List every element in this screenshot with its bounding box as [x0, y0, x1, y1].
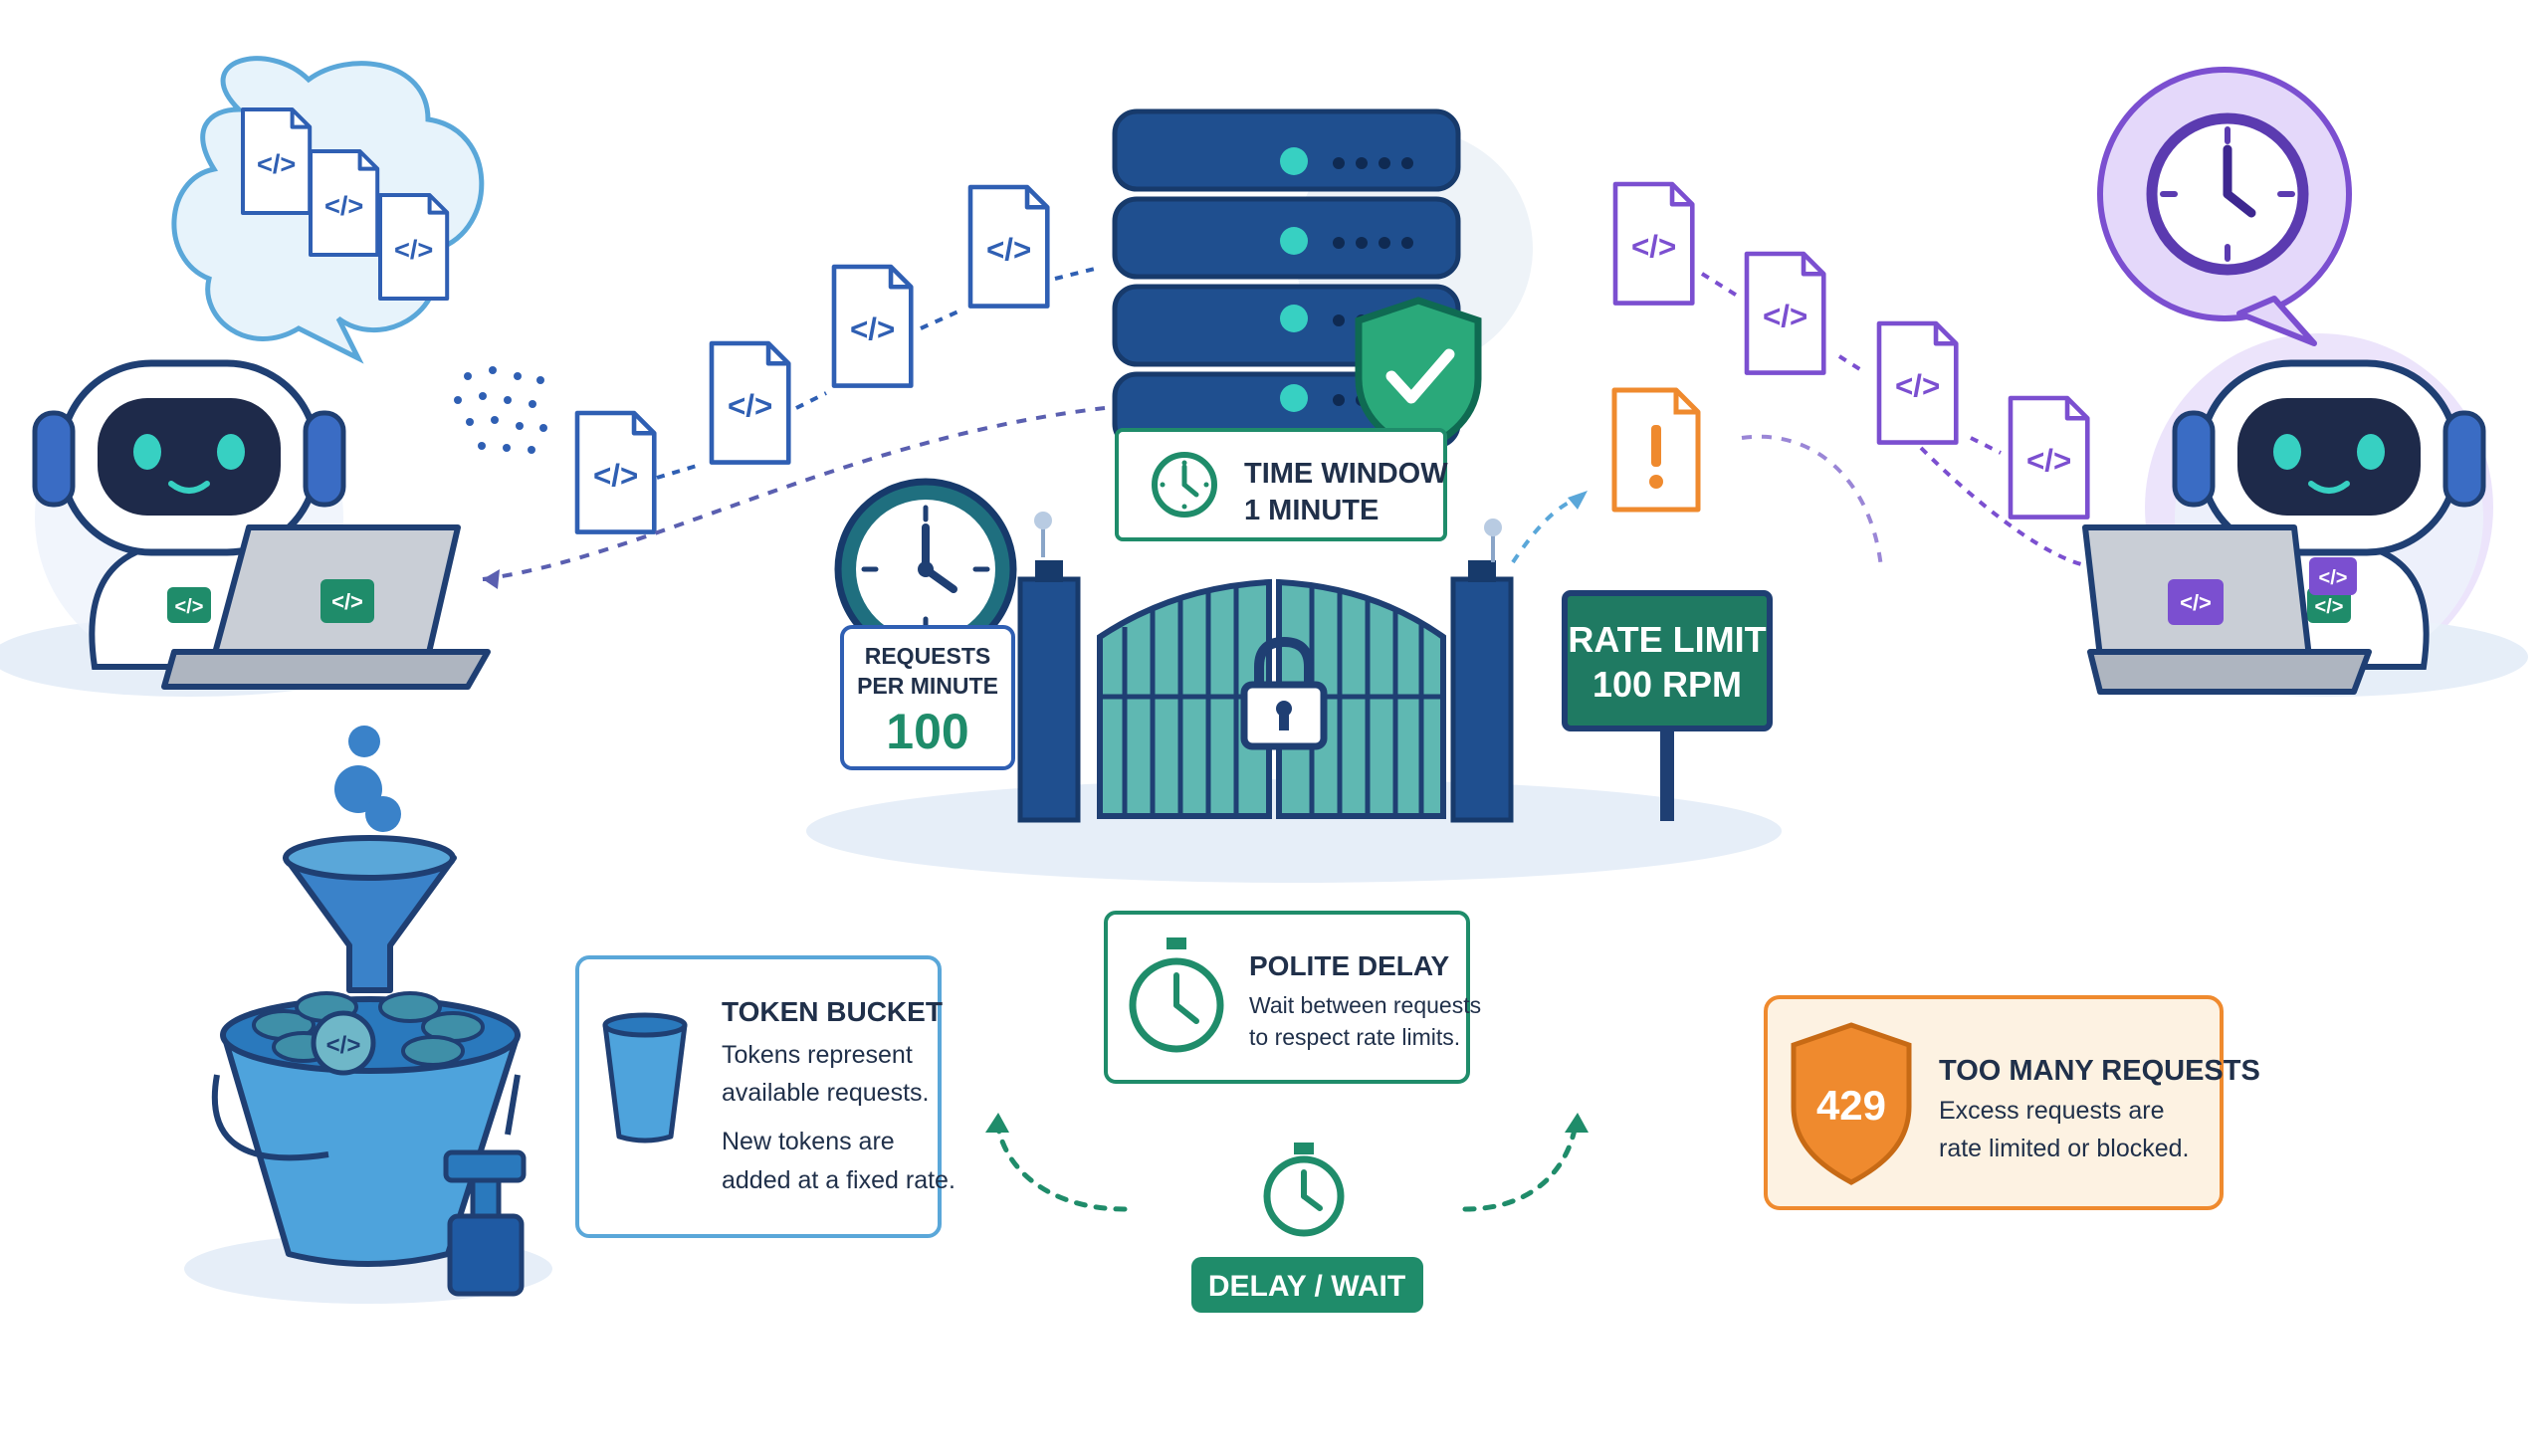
- rate-limit-sign: RATE LIMIT 100 RPM: [1562, 590, 1773, 821]
- code-document-icon: [834, 267, 911, 386]
- delay-wait-badge: DELAY / WAIT: [1191, 1257, 1423, 1313]
- svg-text:</>: </>: [326, 1032, 361, 1059]
- status-code: 429: [1816, 1082, 1886, 1129]
- code-document-icon: [970, 187, 1047, 307]
- code-document-icon: [2011, 398, 2087, 518]
- time-window-card: TIME WINDOW 1 MINUTE: [1115, 428, 1448, 541]
- left-thought-bubble: [171, 56, 485, 364]
- code-document-icon: [1747, 254, 1823, 373]
- stopwatch-icon: [1129, 937, 1224, 1053]
- too-many-line1: Excess requests are: [1939, 1097, 2165, 1125]
- time-window-line1: TIME WINDOW: [1244, 458, 1448, 490]
- right-speech-bubble: [2097, 67, 2352, 346]
- rpm-value: 100: [886, 704, 968, 759]
- right-laptop: </>: [2082, 524, 2372, 695]
- clock-icon: [1155, 455, 1214, 515]
- padlock-icon: [1240, 636, 1328, 750]
- rpm-line2: PER MINUTE: [857, 673, 998, 699]
- polite-delay-line1: Wait between requests: [1249, 992, 1481, 1018]
- polite-delay-card: POLITE DELAY Wait between requests to re…: [1104, 911, 1481, 1084]
- outgoing-requests: [482, 187, 1106, 589]
- too-many-line2: rate limited or blocked.: [1939, 1135, 2190, 1162]
- delay-arrows: [985, 1113, 1589, 1212]
- code-document-icon: [1879, 323, 1956, 443]
- token-bucket-illustration: </>: [184, 726, 552, 1304]
- code-document-icon: [712, 343, 788, 463]
- dot-cluster: [454, 366, 547, 454]
- shield-429-icon: 429: [1791, 1022, 1912, 1185]
- token-bucket-card: TOKEN BUCKET Tokens represent available …: [575, 955, 956, 1238]
- too-many-requests-card: 429 TOO MANY REQUESTS Excess requests ar…: [1764, 995, 2260, 1210]
- polite-delay-line2: to respect rate limits.: [1249, 1024, 1460, 1050]
- svg-text:</>: </>: [2180, 590, 2212, 615]
- wall-clock: [834, 478, 1017, 661]
- code-document-icon: [577, 413, 654, 532]
- bucket-icon: [602, 1012, 688, 1144]
- warning-document-icon: [1611, 387, 1701, 513]
- return-arrow: [1511, 494, 1586, 564]
- rpm-line1: REQUESTS: [865, 643, 991, 669]
- delay-wait-label: DELAY / WAIT: [1208, 1270, 1405, 1303]
- token-bucket-line4: added at a fixed rate.: [722, 1166, 956, 1194]
- time-window-line2: 1 MINUTE: [1244, 495, 1379, 526]
- token-bucket-line2: available requests.: [722, 1079, 929, 1107]
- left-laptop: </>: [161, 524, 491, 690]
- stopwatch-icon: [1263, 1143, 1345, 1237]
- token-bucket-line1: Tokens represent: [722, 1041, 913, 1069]
- gate: [1017, 512, 1514, 823]
- svg-text:</>: </>: [2319, 567, 2348, 589]
- too-many-title: TOO MANY REQUESTS: [1939, 1055, 2260, 1087]
- code-document-icon: [1615, 184, 1692, 304]
- token-bucket-line3: New tokens are: [722, 1128, 895, 1155]
- rate-sign-line2: 100 RPM: [1592, 664, 1742, 705]
- polite-delay-title: POLITE DELAY: [1249, 950, 1450, 981]
- rate-sign-line1: RATE LIMIT: [1568, 619, 1766, 660]
- token-bucket-title: TOKEN BUCKET: [722, 996, 943, 1027]
- requests-per-minute-panel: REQUESTS PER MINUTE 100: [840, 625, 1015, 770]
- incoming-responses: [1615, 184, 2087, 568]
- return-arrowhead: [1568, 491, 1588, 510]
- svg-text:</>: </>: [331, 589, 363, 614]
